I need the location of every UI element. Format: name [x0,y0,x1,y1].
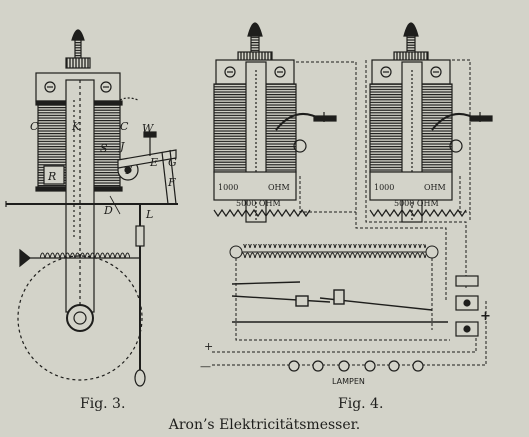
lamp-6 [412,360,424,372]
right-coil-ohm: OHM [424,183,446,192]
fig4-switch [231,281,448,323]
label-S: S [100,142,108,155]
label-W: W [142,122,155,135]
label-D: D [103,204,113,217]
fig4-wiring [212,59,487,366]
minus-left: — [200,360,211,373]
label-C-right: C [120,120,129,133]
fig4-coil-left [213,22,337,223]
label-E: E [149,156,158,169]
left-coil-ohm: OHM [268,183,290,192]
fig4-long-spring [229,244,439,260]
fig4-caption: Fig. 4. [338,396,384,412]
plate-title: Aron’s Elektricitätsmesser. [168,417,361,433]
right-resistor-label: 5000 OHM [394,199,439,208]
label-J: J [118,140,125,153]
label-G: G [168,156,177,169]
label-T: T [124,164,133,177]
adjusting-screw [71,29,85,41]
fig3-caption: Fig. 3. [80,396,126,412]
label-L: L [145,208,153,221]
fig3-apparatus [5,29,178,387]
label-R: R [47,170,56,183]
right-coil-1000: 1000 [374,183,394,192]
fig4-lamps [288,360,424,372]
left-coil-1000: 1000 [218,183,238,192]
label-F: F [167,176,176,189]
fig3-labels: C C K W R S J T E G F D L [30,120,177,221]
fig4-labels: + — + LAMPEN [200,309,491,386]
label-C-left: C [30,120,39,133]
lamp-5 [388,360,400,372]
hair-spring [40,250,130,260]
lamp-3 [338,360,350,372]
fig4-coil-labels: 1000 OHM 5000 OHM 1000 OHM 5000 OHM [218,183,446,208]
lamps-label: LAMPEN [332,377,365,386]
plus-right: + [480,309,491,324]
fig4-terminals [455,275,479,337]
left-resistor-label: 5000 OHM [236,199,281,208]
plus-left: + [204,340,213,353]
label-K: K [71,120,81,133]
lamp-2 [312,360,324,372]
lamp-4 [364,360,376,372]
lamp-1 [288,360,300,372]
fig4-coil-right [369,22,493,223]
pendulum-disc [17,255,143,381]
